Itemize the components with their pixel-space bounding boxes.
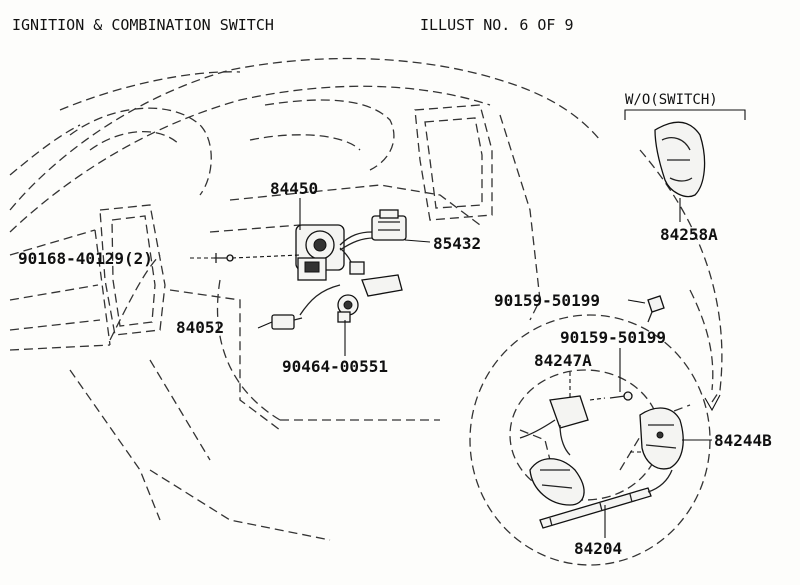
unlock-warning-switch [271, 274, 403, 330]
diagram-title: IGNITION & COMBINATION SWITCH [12, 16, 274, 34]
part-label-84247A: 84247A [534, 351, 592, 370]
wo-switch-note: W/O(SWITCH) [625, 92, 718, 108]
part-label-84244B: 84244B [714, 431, 772, 450]
ignition-switch-assembly [295, 224, 375, 281]
wire-harness-84204 [539, 469, 673, 529]
dashboard-outline [9, 57, 723, 541]
part-label-84204: 84204 [574, 539, 622, 558]
steering-pad-switch-84247A [519, 395, 589, 506]
screw-90159-lower [609, 391, 633, 401]
part-label-90168-40129: 90168-40129(2) [18, 249, 153, 268]
leader-lines [190, 198, 721, 538]
part-label-85432: 85432 [433, 234, 481, 253]
part-label-90159-50199-upper: 90159-50199 [494, 291, 600, 310]
illust-number: ILLUST NO. 6 OF 9 [420, 16, 574, 34]
key-cylinder-bulb [337, 294, 359, 323]
switch-connector [371, 209, 407, 241]
part-label-90159-50199-lower: 90159-50199 [560, 328, 666, 347]
screw-90159-upper [647, 295, 665, 323]
part-label-84258A: 84258A [660, 225, 718, 244]
switch-cover-84258A [654, 121, 706, 198]
part-label-84052: 84052 [176, 318, 224, 337]
part-label-90464-00551: 90464-00551 [282, 357, 388, 376]
steering-pad-switch-84244B [639, 407, 684, 470]
screw-90168 [214, 253, 234, 263]
wo-switch-bracket [624, 109, 746, 120]
part-label-84450: 84450 [270, 179, 318, 198]
